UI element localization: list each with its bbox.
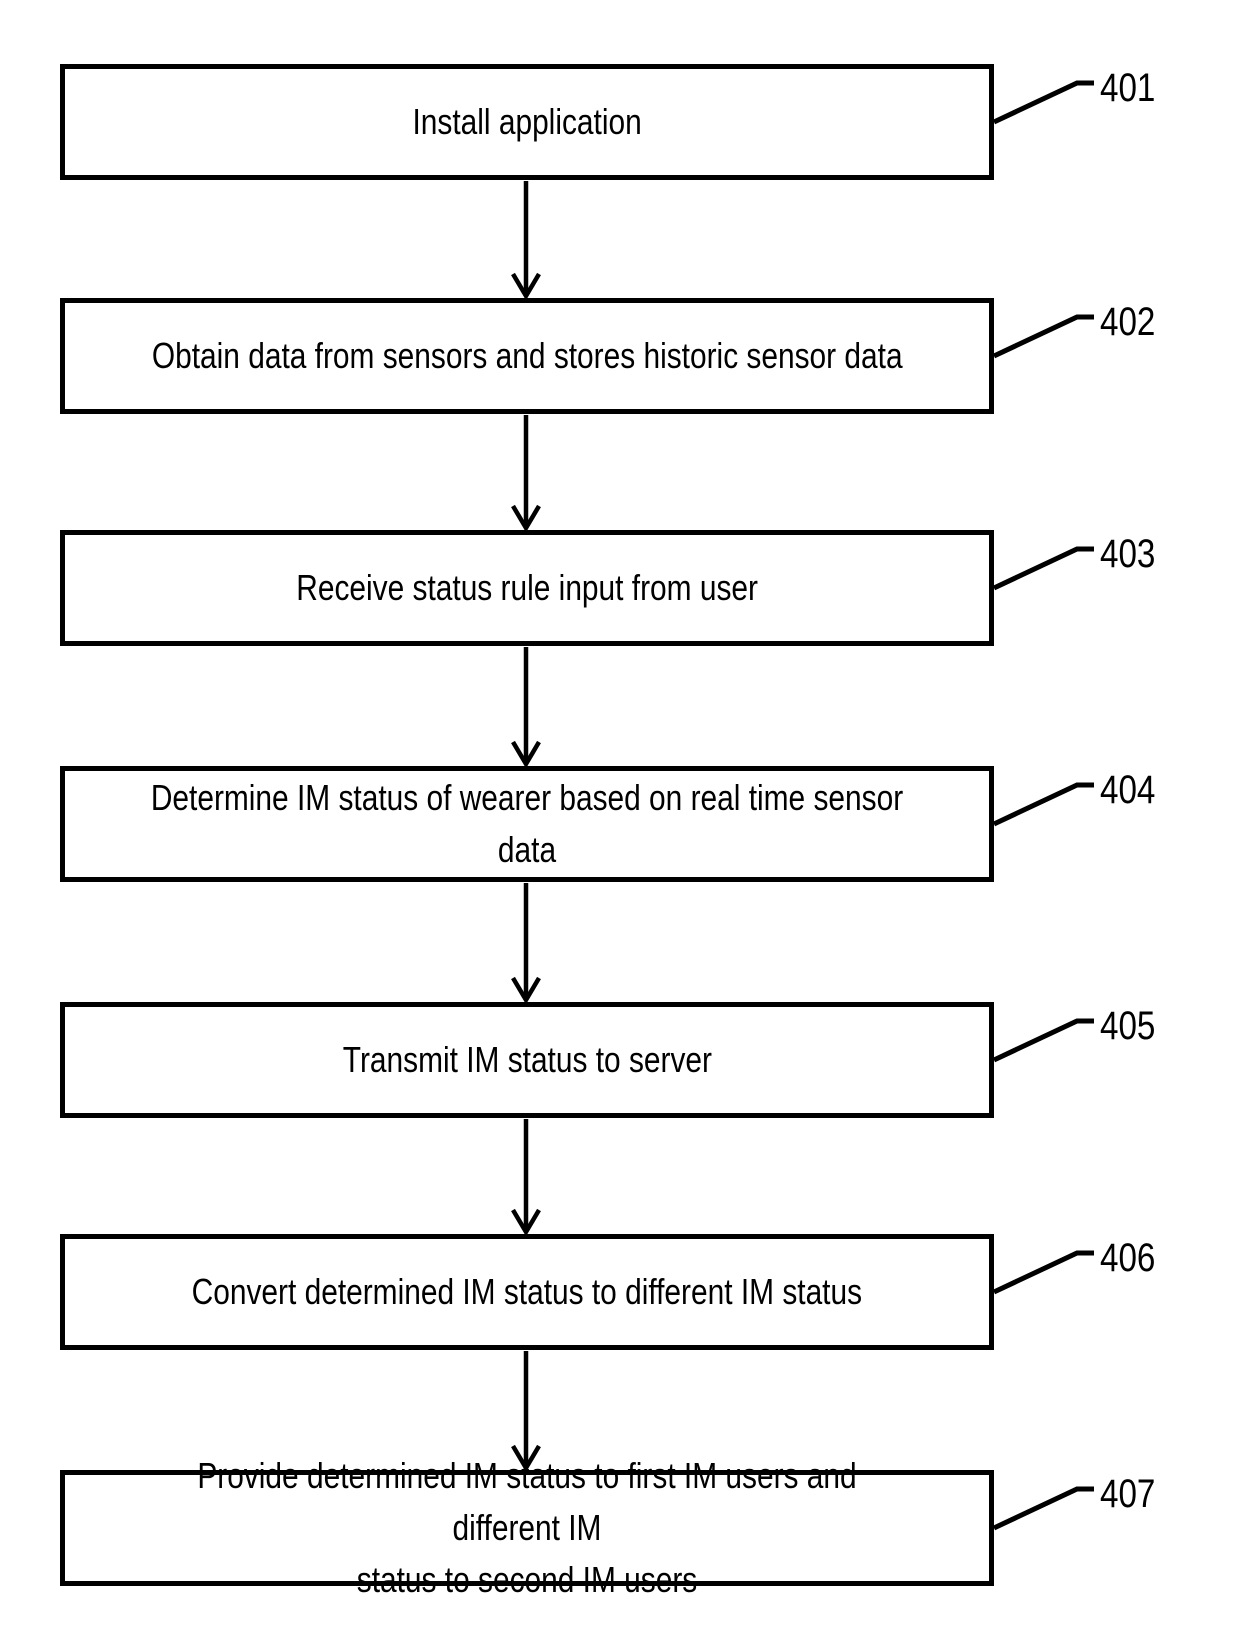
ref-number-text: 403	[1100, 532, 1156, 576]
flow-arrow-5	[511, 1119, 541, 1237]
ref-number-406: 406	[1100, 1238, 1167, 1278]
ref-lead-line-402	[992, 314, 1094, 359]
ref-number-text: 407	[1100, 1472, 1156, 1516]
ref-number-404: 404	[1100, 770, 1167, 810]
ref-lead-line-405	[992, 1018, 1094, 1063]
ref-lead-line-406	[992, 1250, 1094, 1295]
flow-arrow-1	[511, 181, 541, 301]
flow-arrow-2	[511, 415, 541, 533]
ref-number-402: 402	[1100, 302, 1167, 342]
flow-arrow-3	[511, 647, 541, 769]
flow-step-box-406: Convert determined IM status to differen…	[60, 1234, 994, 1350]
flow-step-text: Obtain data from sensors and stores hist…	[151, 335, 903, 376]
ref-number-407: 407	[1100, 1474, 1167, 1514]
flow-step-box-402: Obtain data from sensors and stores hist…	[60, 298, 994, 414]
flow-step-box-407: Provide determined IM status to first IM…	[60, 1455, 994, 1600]
flow-arrow-6	[511, 1351, 541, 1473]
ref-number-text: 404	[1100, 768, 1156, 812]
flow-step-box-405: Transmit IM status to server	[60, 1002, 994, 1118]
flow-step-box-401: Install application	[60, 64, 994, 180]
ref-lead-line-403	[992, 546, 1094, 591]
flow-step-box-404: Determine IM status of wearer based on r…	[60, 766, 994, 882]
flow-step-text: Transmit IM status to server	[342, 1039, 712, 1080]
ref-number-401: 401	[1100, 68, 1167, 108]
flow-step-box-403: Receive status rule input from user	[60, 530, 994, 646]
ref-number-text: 406	[1100, 1236, 1156, 1280]
ref-number-403: 403	[1100, 534, 1167, 574]
flow-arrow-4	[511, 883, 541, 1005]
ref-number-text: 401	[1100, 66, 1156, 110]
flow-step-text: Determine IM status of wearer based on r…	[150, 777, 904, 870]
ref-lead-line-407	[992, 1486, 1094, 1531]
flow-step-text: Provide determined IM status to first IM…	[197, 1455, 857, 1600]
flow-step-text: Receive status rule input from user	[296, 567, 758, 608]
ref-number-405: 405	[1100, 1006, 1167, 1046]
ref-lead-line-404	[992, 782, 1094, 827]
flow-step-text: Convert determined IM status to differen…	[191, 1271, 863, 1312]
ref-number-text: 402	[1100, 300, 1156, 344]
ref-number-text: 405	[1100, 1004, 1156, 1048]
flow-step-text: Install application	[412, 101, 642, 142]
ref-lead-line-401	[992, 80, 1094, 125]
